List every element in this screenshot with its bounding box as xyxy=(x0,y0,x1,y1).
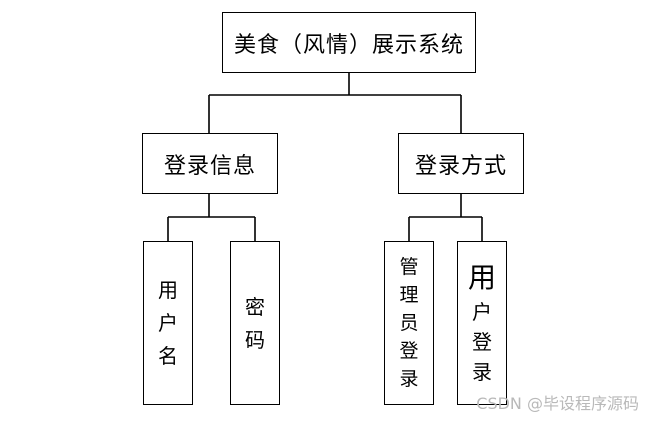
leaf-node-char: 用 xyxy=(467,261,496,294)
leaf-node-username: 用户名 xyxy=(143,241,193,405)
leaf-node-char: 登 xyxy=(472,330,492,354)
root-node: 美食（风情）展示系统 xyxy=(222,12,476,73)
leaf-node-char: 密 xyxy=(245,294,265,319)
branch-node-label: 登录信息 xyxy=(163,153,256,179)
leaf-node-char: 录 xyxy=(399,367,419,390)
branch-node-login-info: 登录信息 xyxy=(142,133,278,194)
leaf-node-char: 码 xyxy=(245,327,265,352)
branch-node-login-method: 登录方式 xyxy=(398,133,524,194)
leaf-node-char: 理 xyxy=(399,283,419,306)
leaf-node-char: 名 xyxy=(158,344,178,368)
root-node-label: 美食（风情）展示系统 xyxy=(233,32,464,58)
leaf-node-user-login: 用户登录 xyxy=(457,241,507,405)
leaf-node-password: 密码 xyxy=(230,241,280,405)
leaf-node-char: 员 xyxy=(399,311,419,334)
leaf-node-char: 管 xyxy=(399,255,419,278)
leaf-node-char: 录 xyxy=(472,360,492,384)
leaf-node-admin-login: 管理员登录 xyxy=(384,241,434,405)
leaf-node-char: 用 xyxy=(158,278,178,302)
leaf-node-char: 户 xyxy=(472,300,492,324)
branch-node-label: 登录方式 xyxy=(414,153,507,179)
leaf-node-char: 户 xyxy=(158,311,178,335)
leaf-node-char: 登 xyxy=(399,339,419,362)
watermark: CSDN @毕设程序源码 xyxy=(476,394,639,413)
